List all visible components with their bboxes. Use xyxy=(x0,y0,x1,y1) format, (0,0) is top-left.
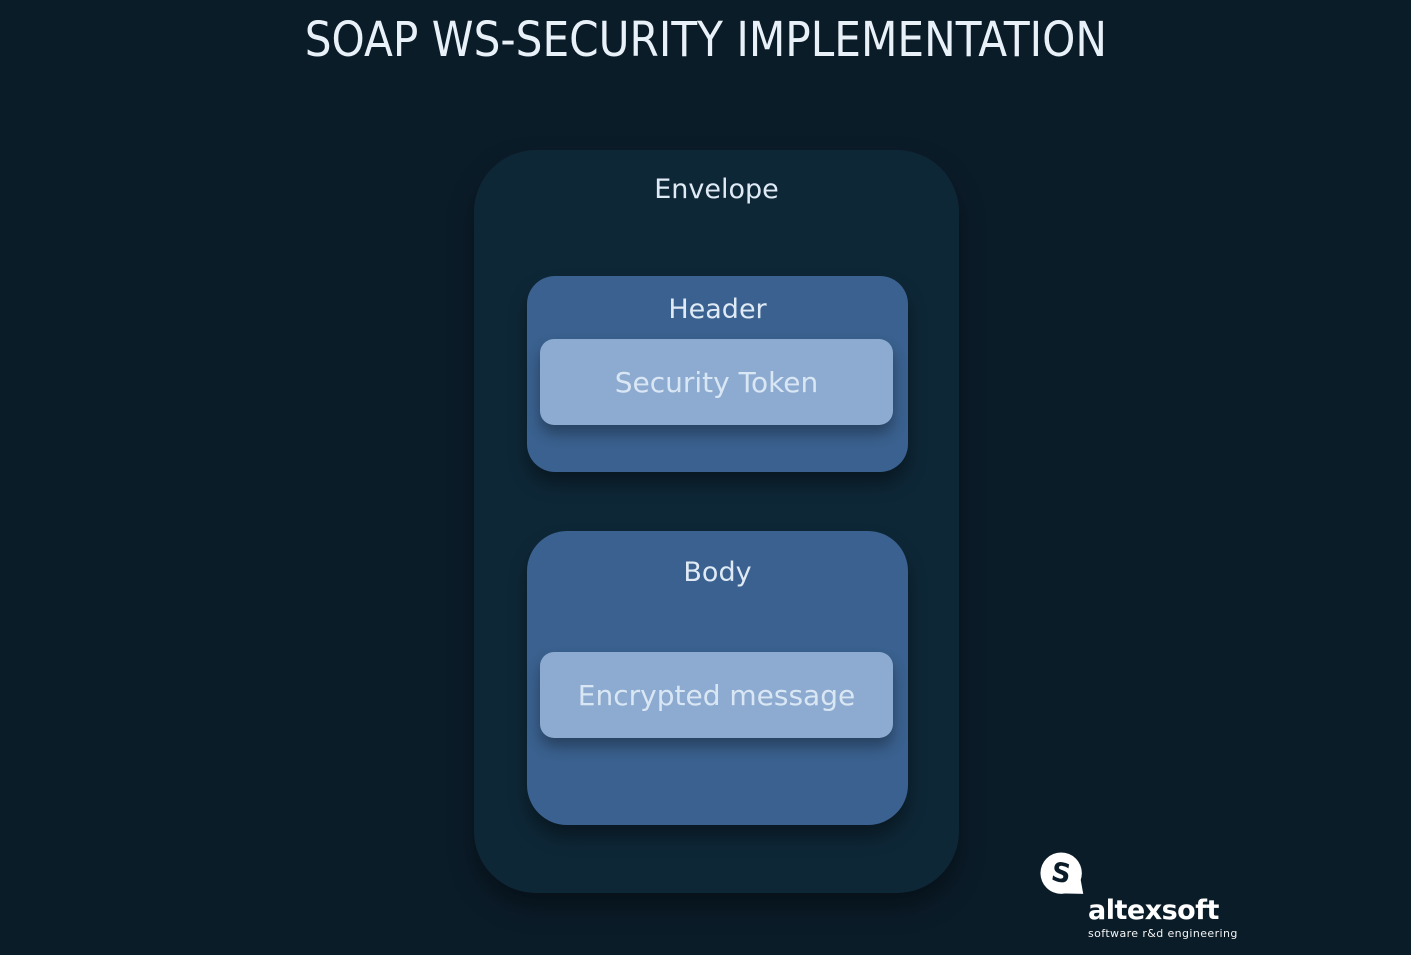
logo-brand-text: altexsoft xyxy=(1088,895,1219,926)
logo-text-block: altexsoft software r&d engineering xyxy=(1088,897,1238,940)
page-title-wrap: SOAP WS-SECURITY IMPLEMENTATION xyxy=(0,12,1411,68)
encrypted-message-label: Encrypted message xyxy=(577,678,856,712)
page-title: SOAP WS-SECURITY IMPLEMENTATION xyxy=(304,12,1107,68)
envelope-label: Envelope xyxy=(654,174,779,205)
logo-tagline-text: software r&d engineering xyxy=(1088,927,1238,940)
header-label: Header xyxy=(668,294,767,325)
security-token-label: Security Token xyxy=(614,365,819,399)
body-box: Body Encrypted message xyxy=(527,531,908,825)
body-label: Body xyxy=(683,557,752,588)
altexsoft-bubble-icon: S xyxy=(1040,852,1084,894)
security-token-box: Security Token xyxy=(540,339,893,425)
altexsoft-logo: S altexsoft software r&d engineering xyxy=(1037,847,1237,943)
envelope-box: Envelope Header Security Token Body Encr… xyxy=(474,150,959,893)
header-box: Header Security Token xyxy=(527,276,908,472)
encrypted-message-box: Encrypted message xyxy=(540,652,893,738)
